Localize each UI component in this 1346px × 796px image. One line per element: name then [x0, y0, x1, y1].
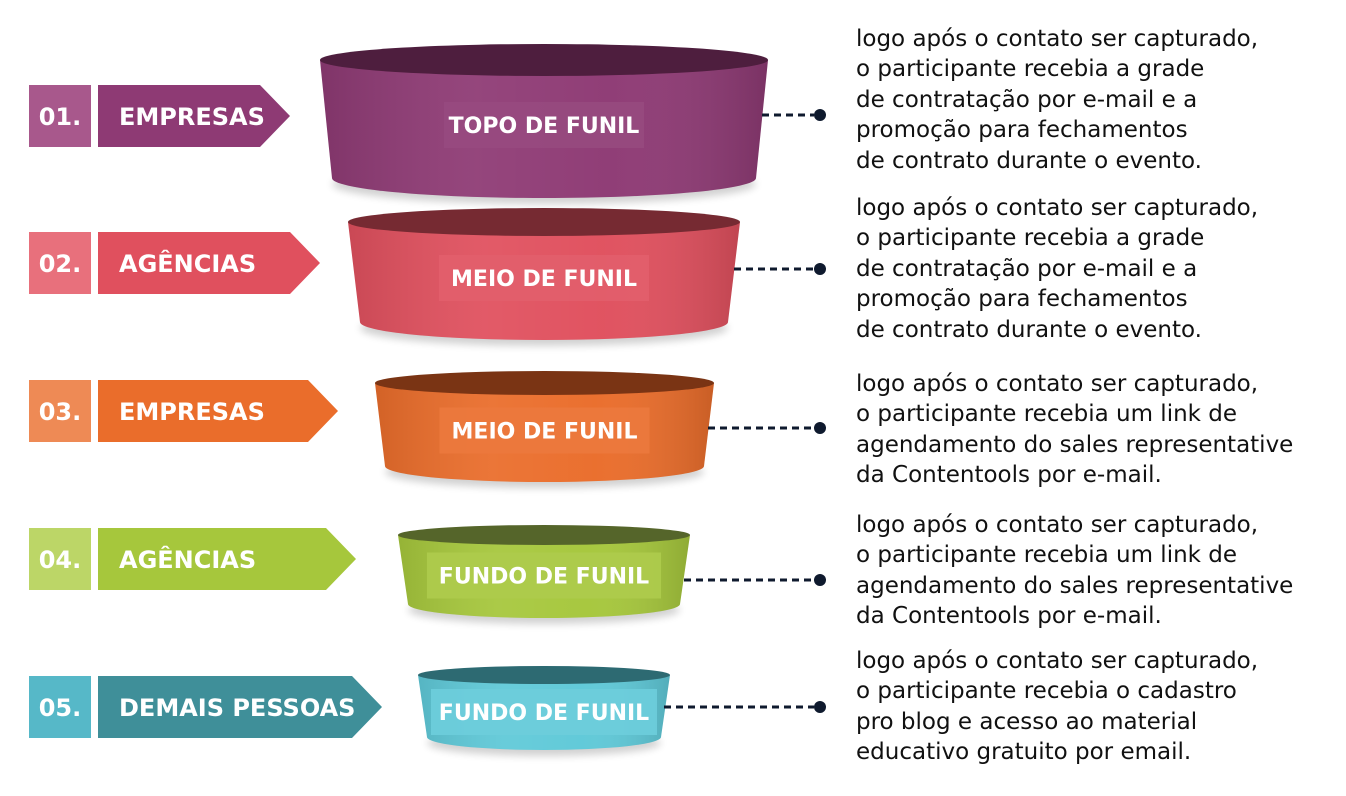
funnel-label-highlight	[439, 255, 649, 301]
stage-row: 01. EMPRESAS TOPO DE FUNIL	[29, 44, 826, 204]
description-line: da Contentools por e-mail.	[856, 603, 1162, 630]
stage-label: AGÊNCIAS	[119, 249, 256, 278]
description-line: logo após o contato ser capturado,	[856, 195, 1259, 221]
stage-number-box	[29, 232, 91, 294]
description-line: de contratação por e-mail e a	[856, 86, 1198, 113]
stage-number-box	[29, 528, 91, 590]
stage-label: AGÊNCIAS	[119, 545, 256, 574]
funnel-label-box	[439, 255, 649, 301]
stage-number-box	[29, 380, 91, 442]
stage-arrow	[98, 85, 290, 147]
funnel-label: TOPO DE FUNIL	[449, 114, 640, 139]
description-line: o participante recebia um link de	[856, 542, 1238, 569]
stage-number: 02.	[39, 250, 82, 278]
description-line: educativo gratuito por email.	[856, 739, 1192, 766]
stage-description: logo após o contato ser capturado, o part…	[856, 510, 1336, 632]
description-line: logo após o contato ser capturado,	[856, 648, 1259, 674]
description-line: agendamento do sales representative	[856, 431, 1294, 458]
funnel-label-box	[439, 407, 650, 454]
description-line: pro blog e acesso ao material	[856, 708, 1198, 735]
stage-arrow	[98, 528, 356, 590]
stage-number: 01.	[39, 103, 82, 131]
funnel-rim	[398, 525, 690, 545]
connector-dot	[814, 109, 826, 121]
stage-description: logo após o contato ser capturado, o part…	[856, 369, 1336, 491]
stage-description: logo após o contato ser capturado, o part…	[856, 24, 1336, 176]
stage-number-box	[29, 85, 91, 147]
funnel-label-highlight	[427, 552, 661, 599]
description-line: o participante recebia um link de	[856, 401, 1238, 428]
funnel-rim	[348, 208, 740, 236]
funnel-rim	[375, 371, 714, 395]
description-line: o participante recebia o cadastro	[856, 678, 1237, 705]
stage-number-box	[29, 676, 91, 738]
funnel-label-highlight	[439, 407, 650, 454]
description-line: promoção para fechamentos	[856, 117, 1188, 144]
stage-number: 05.	[39, 694, 82, 722]
description-line: o participante recebia a grade	[856, 56, 1205, 83]
funnel-label-highlight	[444, 102, 644, 148]
funnel-label-box	[431, 689, 657, 735]
funnel-label: FUNDO DE FUNIL	[439, 701, 649, 726]
stage-label: EMPRESAS	[119, 103, 265, 131]
stage-number: 03.	[39, 398, 82, 426]
stage-row: 04. AGÊNCIAS FUNDO DE FUNIL	[29, 525, 826, 624]
stage-row: 05. DEMAIS PESSOAS FUNDO DE FUNIL	[29, 666, 826, 756]
description-line: de contrato durante o evento.	[856, 316, 1202, 343]
funnel-label: MEIO DE FUNIL	[452, 420, 638, 445]
funnel-label-box	[444, 102, 644, 148]
stage-number: 04.	[39, 546, 82, 574]
connector-dot	[814, 263, 826, 275]
stage-label: EMPRESAS	[119, 398, 265, 426]
description-line: de contrato durante o evento.	[856, 147, 1202, 174]
funnel-label: MEIO DE FUNIL	[451, 267, 637, 292]
stage-arrow	[98, 380, 338, 442]
stage-label: DEMAIS PESSOAS	[119, 694, 355, 722]
stage-row: 03. EMPRESAS MEIO DE FUNIL	[29, 371, 826, 488]
funnel-label: FUNDO DE FUNIL	[439, 565, 649, 590]
funnel-label-box	[427, 552, 661, 599]
description-line: logo após o contato ser capturado,	[856, 371, 1259, 397]
funnel-rim	[418, 666, 670, 684]
funnel-label-highlight	[431, 689, 657, 735]
stage-arrow	[98, 676, 382, 738]
connector-dot	[814, 701, 826, 713]
description-line: logo após o contato ser capturado,	[856, 512, 1259, 538]
stage-description: logo após o contato ser capturado, o part…	[856, 646, 1336, 768]
description-line: de contratação por e-mail e a	[856, 255, 1198, 282]
description-line: promoção para fechamentos	[856, 286, 1188, 313]
description-line: da Contentools por e-mail.	[856, 462, 1162, 489]
description-line: o participante recebia a grade	[856, 225, 1205, 252]
stage-description: logo após o contato ser capturado, o part…	[856, 193, 1336, 345]
funnel-rim	[320, 44, 768, 76]
connector-dot	[814, 422, 826, 434]
description-line: logo após o contato ser capturado,	[856, 26, 1259, 52]
stage-row: 02. AGÊNCIAS MEIO DE FUNIL	[29, 208, 826, 346]
stage-arrow	[98, 232, 320, 294]
connector-dot	[814, 574, 826, 586]
description-line: agendamento do sales representative	[856, 572, 1294, 599]
